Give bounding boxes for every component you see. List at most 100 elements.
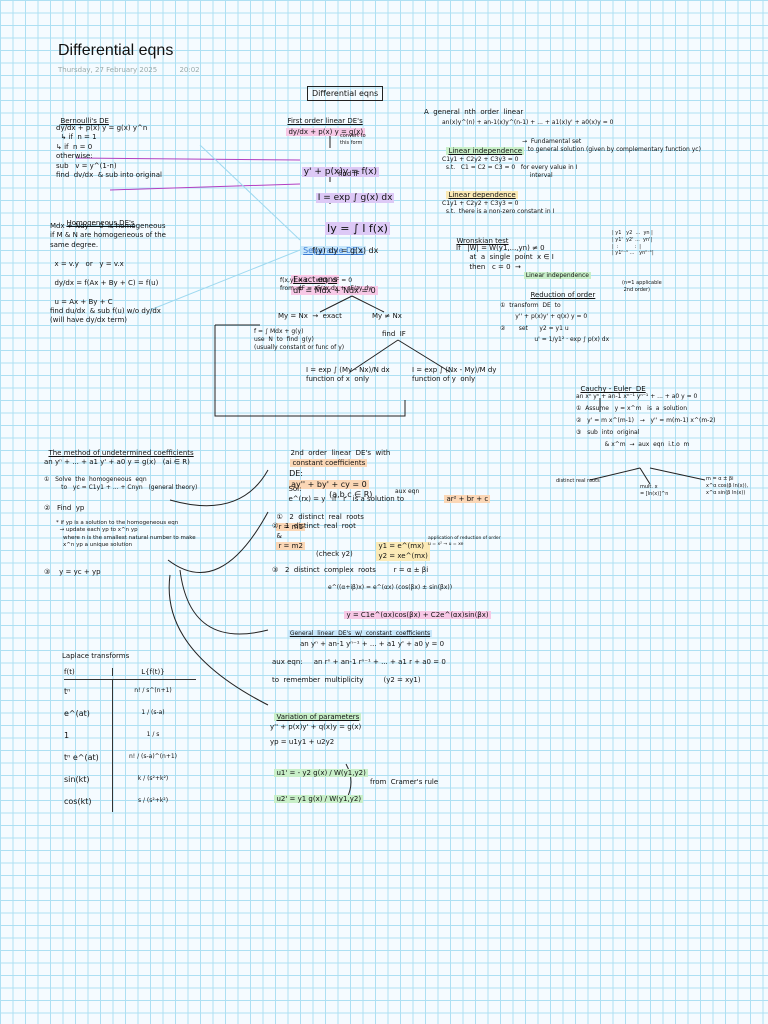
variation-u2: u2' = y1 g(x) / W(y1,y2) — [274, 795, 364, 804]
arrow-if-left — [349, 339, 399, 373]
laplace-L: 1 / (s-a) — [112, 702, 193, 724]
laplace-f: 1 — [64, 730, 70, 740]
arrow-bernoulli-sub — [109, 183, 301, 191]
case1: ① 2 distinct real roots r = m1 & r = m2 — [276, 513, 364, 550]
wronskian-lines: If |W| = W(y1,...,yn) ≠ 0 at a single po… — [456, 244, 554, 271]
reduction-note: (n=1 applicable 2nd order) — [622, 280, 662, 293]
arrow-branch-right — [351, 295, 385, 313]
laplace-f: tⁿ e^(at) — [64, 752, 99, 762]
separable-equation: f(y) dy = g(x) dx — [312, 246, 379, 255]
convert-note: convert to this form — [340, 133, 366, 146]
laplace-row: sin(kt)k / (s²+k²) — [64, 768, 196, 790]
laplace-row: tⁿ e^(at) n! / (s-a)^(n+1) — [64, 746, 196, 768]
general-nth-heading: A general nth order linear — [424, 108, 524, 116]
second-order-de: DE: ay'' + by' + cy = 0 (a,b,c ∈ R) — [289, 468, 373, 500]
arrow-if-right — [397, 339, 451, 373]
case3-euler: e^((α+iβ)x) = e^(αx) (cos(βx) ± sin(βx)) — [328, 584, 453, 591]
case3: ③ 2 distinct complex roots r = α ± βi — [272, 566, 429, 574]
general-linear-aux: aux eqn: an rⁿ + an-1 rⁿ⁻¹ + ... + a1 r … — [272, 658, 446, 666]
find-if-label: find IF — [338, 170, 360, 178]
if-y-formula: I = exp ∫ (Nx - My)/M dy function of y o… — [412, 366, 497, 384]
arrow-branch-left — [319, 295, 353, 313]
aux-equation: ar² + br + c — [444, 495, 491, 504]
curve-undet-2 — [167, 511, 269, 573]
case3-solution: y = C1e^(αx)cos(βx) + C2e^(αx)sin(βx) — [344, 611, 491, 620]
general-linear-eq: an yⁿ + an-1 yⁿ⁻¹ + ... + a1 y' + a0 y =… — [300, 640, 445, 648]
undetermined-step2: ② Find yp — [44, 504, 85, 512]
exact-branch-left: My = Nx → exact — [278, 312, 342, 320]
laplace-f: cos(kt) — [64, 796, 92, 806]
box-exact-loop — [214, 325, 406, 417]
independence-lines: C1y1 + C2y2 + C3y3 = 0 s.t. C1 = C2 = C3… — [442, 156, 578, 180]
undetermined-step3: ③ y = yc + yp — [44, 568, 101, 576]
exact-branch-right: My ≠ Nx — [372, 312, 402, 320]
arrow-homog-separable — [199, 144, 301, 241]
undetermined-heading: The method of undetermined coefficients — [48, 449, 194, 458]
curve-undet-1 — [169, 469, 269, 507]
dependence-lines: C1y1 + C2y2 + C3y3 = 0 s.t. there is a n… — [442, 200, 555, 216]
check-y2: (check y2) — [316, 550, 353, 558]
laplace-row: 1 1 / s — [64, 724, 196, 746]
laplace-L: s / (s²+k²) — [112, 790, 193, 812]
variation-lines: y'' + p(x)y' + q(x)y = g(x) yp = u1y1 + … — [270, 723, 362, 746]
linear-solution: Iy = ∫ I f(x) — [325, 221, 390, 235]
wronskian-heading: Wronskian test — [456, 237, 509, 246]
reduction-lines: ① transform DE to y'' + p(x)y' + q(x) y … — [500, 302, 610, 344]
laplace-L: n! / (s-a)^(n+1) — [112, 746, 193, 768]
case2: ② 1 distinct real root — [272, 522, 356, 530]
central-topic-box: Differential eqns — [307, 86, 384, 101]
variation-u1: u1' = - y2 g(x) / W(y1,y2) — [274, 769, 368, 778]
cauchy-euler-heading: Cauchy - Euler DE — [580, 385, 646, 394]
arrow-bernoulli-linear — [75, 157, 301, 161]
general-linear-mult: to remember multiplicity (y2 = xy1) — [272, 676, 421, 684]
page-meta: Thursday, 27 February 2025 20:02 — [58, 66, 220, 74]
undetermined-note: * if yp is a solution to the homogeneous… — [56, 520, 196, 549]
integrating-factor-formula: I = exp ∫ g(x) dx — [315, 193, 395, 204]
first-order-equation: dy/dx + p(x) y = g(x) — [286, 128, 366, 137]
cauchy-repeated: mult. x = [ln(x)]^n — [640, 484, 669, 497]
separable-heading: Separable DE's — [301, 245, 366, 255]
case2-solution: y1 = e^(mx) y2 = xe^(mx) — [376, 542, 430, 562]
bernoulli-heading: Bernoulli's DE — [60, 117, 109, 126]
laplace-col-f: f(t) — [64, 668, 75, 676]
exact-note: f(x,y) = c with dF = 0 from dF = ∂F/∂x d… — [280, 277, 372, 293]
general-linear-heading: General linear DE's w/ constant coeffici… — [287, 630, 433, 638]
laplace-header-row: f(t) L{f(t)} — [64, 668, 196, 680]
aux-label: aux eqn — [395, 488, 420, 495]
second-order-sol: Sol: e^(rx) = y if r is a solution to — [288, 485, 404, 503]
linear-standard-form: y' + p(x)y = f(x) — [301, 167, 379, 178]
laplace-f: sin(kt) — [64, 774, 90, 784]
curve-undet-4 — [168, 574, 269, 706]
cauchy-complex: m = α ± βi x^α cos(β ln(x)), x^α sin(β l… — [706, 476, 749, 496]
laplace-f: e^(at) — [64, 708, 90, 718]
exact-heading: Exact eqns dF = Mdx + Ndx = 0 — [291, 274, 378, 295]
undetermined-step1: ① Solve the homogeneous eqn to yc = C1y1… — [44, 476, 198, 492]
homogeneous-heading: Homogeneous DE's — [66, 219, 135, 228]
undetermined-equation: an yⁿ + ... + a1 y' + a0 y = g(x) (ai ∈ … — [44, 458, 190, 466]
linear-dependence-heading: Linear dependence — [446, 191, 518, 200]
second-order-heading: 2nd order linear DE's with constant coef… — [290, 449, 391, 467]
cauchy-euler-lines: an xⁿ yⁿ + an-1 xⁿ⁻¹ yⁿ⁻¹ + ... + a0 y =… — [576, 393, 716, 448]
find-if2-label: find IF — [382, 330, 406, 338]
case2-note: application of reduction of order u = x²… — [428, 536, 501, 548]
laplace-L: n! / s^(n+1) — [112, 680, 193, 702]
variation-heading: Variation of parameters — [274, 713, 362, 722]
general-nth-equation: an(x)y^(n) + an-1(x)y^(n-1) + ... + a1(x… — [442, 119, 614, 126]
wronskian-result: Linear independence — [523, 272, 591, 280]
laplace-row: cos(kt) s / (s²+k²) — [64, 790, 196, 812]
if-x-formula: I = exp ∫ (My - Nx)/N dx function of x o… — [306, 366, 390, 384]
curve-undet-3 — [179, 569, 269, 635]
page-title: Differential eqns — [58, 42, 174, 59]
first-order-heading: First order linear DE's — [287, 117, 363, 126]
page-date: Thursday, 27 February 2025 — [58, 66, 158, 74]
page-time: 20:02 — [179, 66, 200, 74]
exact-left-steps: f = ∫ Mdx + g(y) use N to find g(y) (usu… — [254, 328, 345, 352]
fundamental-set-note: → Fundamental set to general solution (g… — [522, 138, 701, 154]
laplace-L: 1 / s — [112, 724, 193, 746]
homogeneous-notes: Mdx + Ndy = 0 is homogeneous if M & N ar… — [50, 222, 166, 325]
laplace-heading: Laplace transforms — [62, 652, 130, 660]
wronskian-matrix: | y1 y2 ... yn | | y1' y2' ... yn'| | : … — [612, 230, 654, 257]
